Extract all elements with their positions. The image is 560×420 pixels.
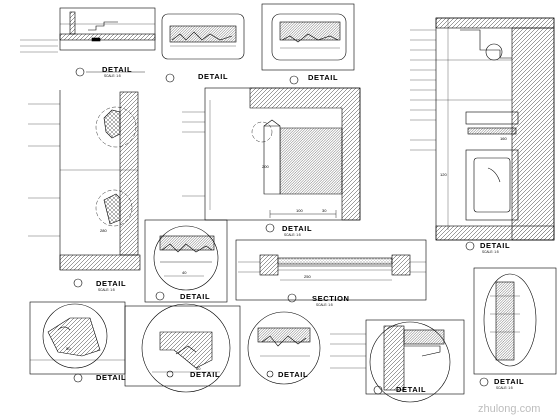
detail-panel-top-center-right	[261, 3, 355, 85]
dimension-label: 60	[196, 366, 201, 371]
title-detail-left-tall: DETAIL	[96, 279, 126, 288]
scale-section: SCALE: 1:5	[316, 303, 333, 307]
scale-detail-bottom-right: SCALE: 1:5	[496, 386, 513, 390]
title-detail-top-right: DETAIL	[308, 73, 338, 82]
dimension-label: 40	[182, 270, 187, 275]
detail-panel-round-small	[144, 219, 228, 303]
dimension-label: 250	[304, 274, 311, 279]
title-detail-elevation: DETAIL	[480, 241, 510, 250]
title-detail-top-middle: DETAIL	[198, 72, 228, 81]
scale-detail-top-left: SCALE: 1:5	[104, 74, 121, 78]
dimension-label: 100	[296, 208, 303, 213]
scale-detail-center: SCALE: 1:5	[284, 233, 301, 237]
detail-panel-bottom-right	[473, 267, 557, 387]
title-detail-center: DETAIL	[282, 224, 312, 233]
dimension-label: 200	[262, 164, 269, 169]
title-detail-bottom-left: DETAIL	[96, 373, 126, 382]
title-section: SECTION	[312, 294, 350, 303]
watermark-text: zhulong.com	[478, 403, 540, 415]
dimension-label: 50	[66, 346, 71, 351]
elevation-panel-right	[410, 17, 555, 251]
dimension-label: 280	[100, 228, 107, 233]
title-detail-round-small: DETAIL	[180, 292, 210, 301]
detail-panel-left-tall	[28, 90, 141, 288]
detail-panel-center	[182, 87, 361, 233]
scale-detail-left-tall: SCALE: 1:5	[98, 288, 115, 292]
detail-panel-bottom-middle	[124, 303, 241, 393]
detail-panel-top-middle	[161, 13, 245, 83]
title-detail-top-left: DETAIL	[102, 65, 132, 74]
dimension-label: 120	[440, 172, 447, 177]
title-detail-bottom-right-center: DETAIL	[396, 385, 426, 394]
title-detail-bottom-center: DETAIL	[278, 370, 308, 379]
title-detail-bottom-middle: DETAIL	[190, 370, 220, 379]
detail-panel-top-left	[20, 7, 156, 77]
dimension-label: 160	[500, 136, 507, 141]
title-detail-bottom-right: DETAIL	[494, 377, 524, 386]
dimension-label: 30	[322, 208, 327, 213]
scale-detail-elevation: SCALE: 1:5	[482, 250, 499, 254]
detail-panel-round-bottom-left	[29, 301, 126, 383]
detail-panel-round-bottom-center	[247, 311, 321, 385]
detail-panel-bottom-right-center	[330, 319, 465, 403]
section-panel	[235, 239, 427, 303]
